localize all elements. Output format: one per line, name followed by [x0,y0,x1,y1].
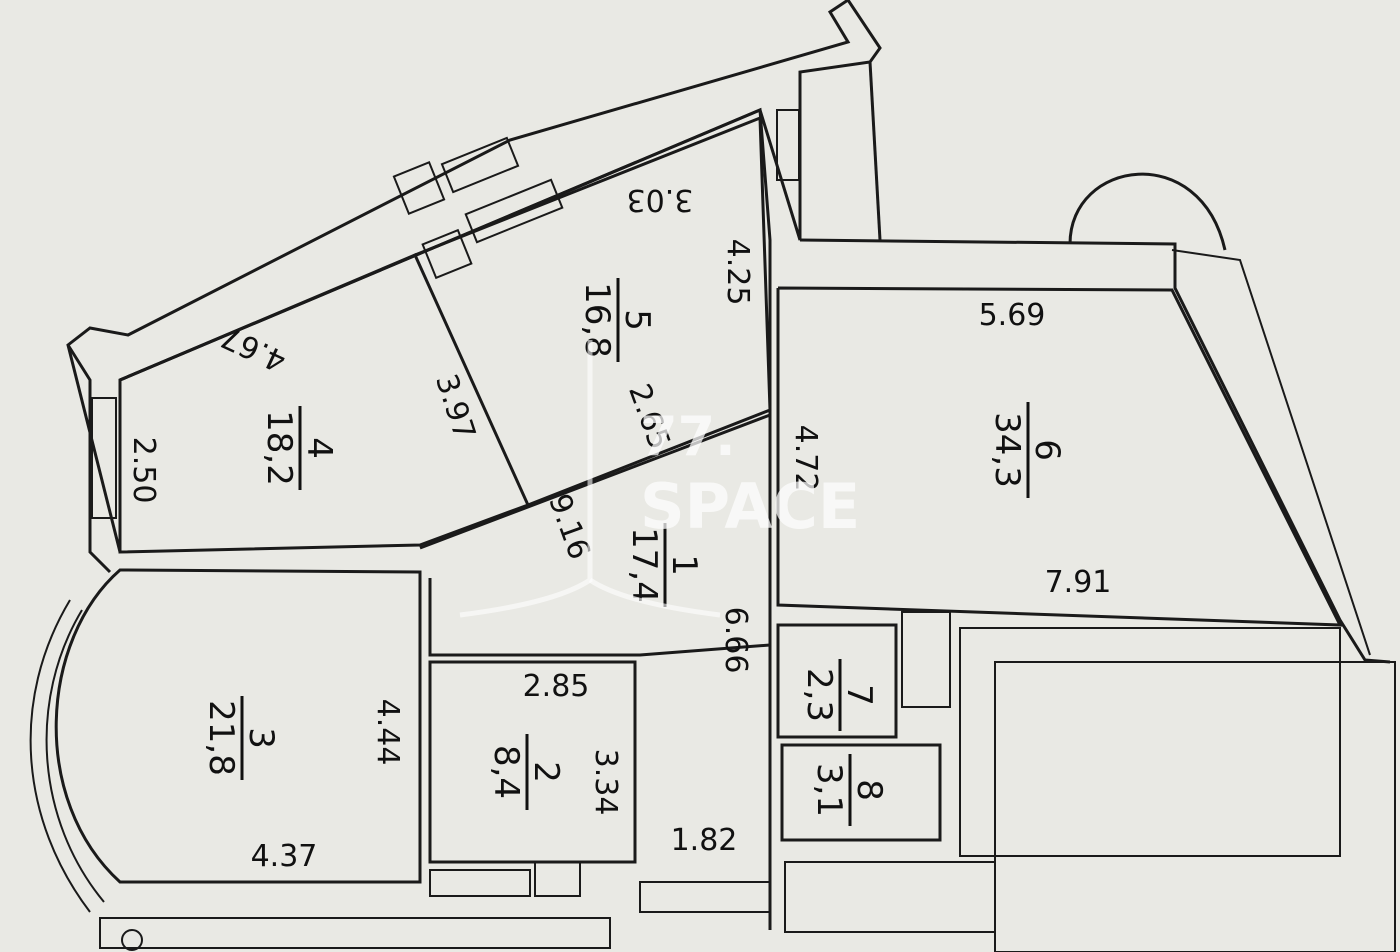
room-7-number: 7 [839,684,879,706]
dim-2-50: 2.50 [126,437,161,504]
room-6-area: 34,3 [987,412,1027,488]
dim-4-72: 4.72 [788,425,823,492]
room-3-outline [54,568,422,884]
room-5-number: 5 [617,309,657,331]
dim-6-66: 6.66 [718,607,753,674]
room-3-area: 21,8 [201,700,241,776]
dim-4-67: 4.67 [216,319,291,379]
room-2-number: 2 [526,761,566,783]
dim-3-03: 3.03 [627,182,694,217]
room-7-area: 2,3 [799,668,839,722]
room-4-outline [118,253,531,554]
room-4-area: 18,2 [259,410,299,486]
room-1-area: 17,4 [624,527,664,603]
watermark-line2: SPACE [640,470,860,543]
dim-1-82: 1.82 [671,823,738,858]
dim-5-69: 5.69 [979,298,1046,333]
room-8-area: 3,1 [809,763,849,817]
room-5-area: 16,8 [577,282,617,358]
watermark-line1: 77. [640,405,736,468]
room-6-number: 6 [1027,439,1067,461]
dim-2-85: 2.85 [523,669,590,704]
room-2-area: 8,4 [486,745,526,799]
room-1-number: 1 [664,554,704,576]
room-4-number: 4 [299,437,339,459]
room-3-number: 3 [241,727,281,749]
room-8-number: 8 [849,779,889,801]
dim-3-34: 3.34 [588,749,623,816]
room-2-outline [428,660,637,864]
dim-4-44: 4.44 [370,699,405,766]
dim-7-91: 7.91 [1045,565,1112,600]
room-5-outline [414,115,772,507]
room-7-outline [776,623,898,739]
room-1-outline [419,412,772,657]
dim-4-37: 4.37 [251,839,318,874]
dim-3-97: 3.97 [428,370,482,444]
dim-4-25: 4.25 [720,239,755,306]
room-8-outline [780,743,942,842]
watermark: 77. SPACE [459,340,860,618]
